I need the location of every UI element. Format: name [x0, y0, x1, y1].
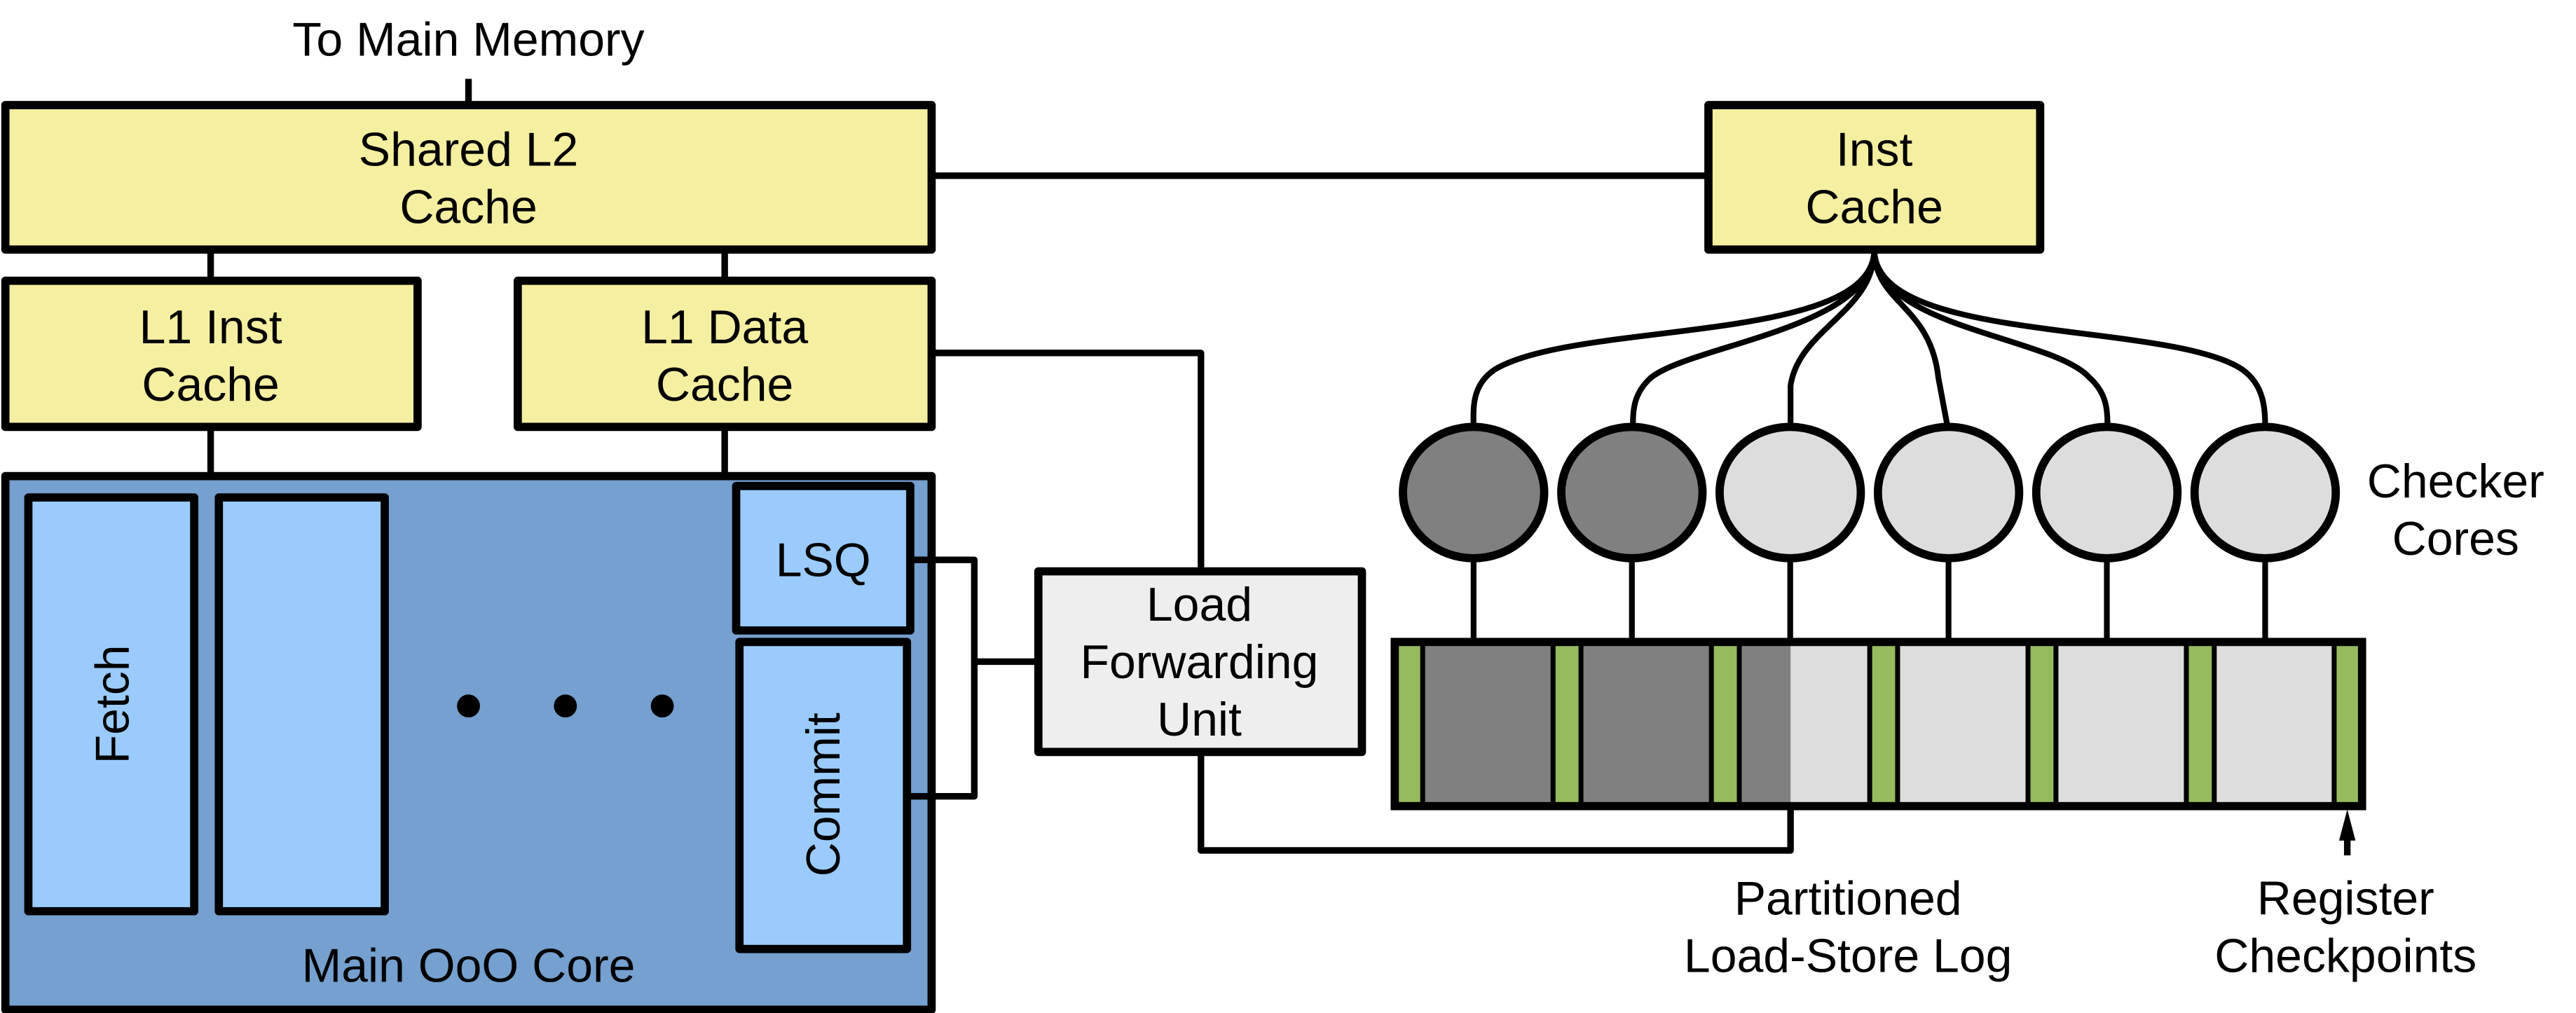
shared-l2-label-2: Cache — [399, 181, 537, 234]
l1-inst-label-1: L1 Inst — [139, 301, 282, 354]
lsq-unit — [732, 481, 914, 635]
register-checkpoint — [1550, 639, 1584, 809]
checker-cores — [1399, 422, 2341, 642]
checker-core-2 — [1557, 422, 1707, 563]
fanout-wire — [1871, 249, 2111, 431]
log-partition-used — [1739, 642, 1791, 806]
log-partition-2 — [1581, 642, 1712, 806]
commit-label: Commit — [797, 712, 850, 876]
l1-data-cache: L1 Data Cache — [513, 276, 936, 432]
register-checkpoint — [1392, 639, 1425, 809]
register-checkpoint — [1708, 639, 1742, 809]
log-label-1: Partitioned — [1734, 871, 1962, 925]
checker-inst-cache: Inst Cache — [1704, 101, 2045, 254]
l1-data-label-1: L1 Data — [641, 301, 808, 354]
log-partition-5 — [2055, 642, 2186, 806]
lsq-label: LSQ — [776, 534, 871, 587]
l1-data-label-2: Cache — [656, 358, 793, 411]
fanout-wire — [1788, 249, 1877, 431]
log-partition-6 — [2214, 642, 2345, 806]
ellipsis-dot — [650, 694, 674, 718]
inst-cache-label-1: Inst — [1836, 123, 1913, 177]
checkpoints-label-1: Register — [2257, 871, 2434, 925]
ellipsis-dot — [457, 694, 480, 718]
main-ooo-core: Fetch LSQ Commit Main OoO Core — [1, 471, 936, 1013]
register-checkpoint — [2025, 639, 2059, 809]
checker-core-4 — [1873, 422, 2024, 563]
fanout-wire — [1871, 249, 2268, 431]
l1d-lfu-link — [931, 350, 1205, 572]
checker-core-1 — [1399, 422, 1549, 563]
shared-l2-label-1: Shared L2 — [359, 123, 579, 177]
checker-cores-label-2: Cores — [2392, 512, 2519, 565]
pipeline-stage — [214, 493, 389, 916]
lfu-label-3: Unit — [1157, 693, 1242, 746]
checkpoints-label-2: Checkpoints — [2214, 929, 2476, 982]
checker-core-5 — [2032, 422, 2182, 563]
main-core-label: Main OoO Core — [302, 939, 636, 992]
log-label-2: Load-Store Log — [1684, 929, 2012, 982]
l1-inst-cache: L1 Inst Cache — [1, 276, 422, 432]
checker-fanout-wires — [1470, 249, 2268, 431]
register-checkpoint — [2184, 639, 2217, 809]
l1-inst-label-2: Cache — [142, 358, 279, 411]
lfu-label-1: Load — [1146, 578, 1252, 631]
checkpoint-arrow-head — [2338, 809, 2356, 841]
ellipsis-dot — [554, 694, 577, 718]
log-partition-1 — [1423, 642, 1554, 806]
log-border — [1390, 638, 2366, 811]
register-checkpoint — [1867, 639, 1900, 809]
load-store-log — [1390, 638, 2366, 811]
shared-l2-cache: Shared L2 Cache — [1, 101, 936, 254]
checker-cores-label-1: Checker — [2367, 455, 2544, 508]
checker-core-3 — [1715, 422, 1865, 563]
fanout-wire — [1630, 249, 1877, 431]
fanout-wire — [1470, 249, 1877, 431]
lfu-label-2: Forwarding — [1080, 635, 1318, 689]
main-memory-label: To Main Memory — [292, 13, 644, 67]
fetch-stage — [24, 493, 199, 916]
load-forwarding-unit: Load Forwarding Unit — [1034, 567, 1366, 757]
register-checkpoint — [2331, 639, 2365, 809]
lsq-commit-bracket — [907, 556, 978, 800]
fetch-label: Fetch — [85, 645, 139, 764]
lfu-log-link — [1198, 752, 1794, 854]
checker-core-6 — [2190, 422, 2341, 563]
inst-cache-label-2: Cache — [1805, 181, 1943, 234]
log-partition-4 — [1897, 642, 2029, 806]
